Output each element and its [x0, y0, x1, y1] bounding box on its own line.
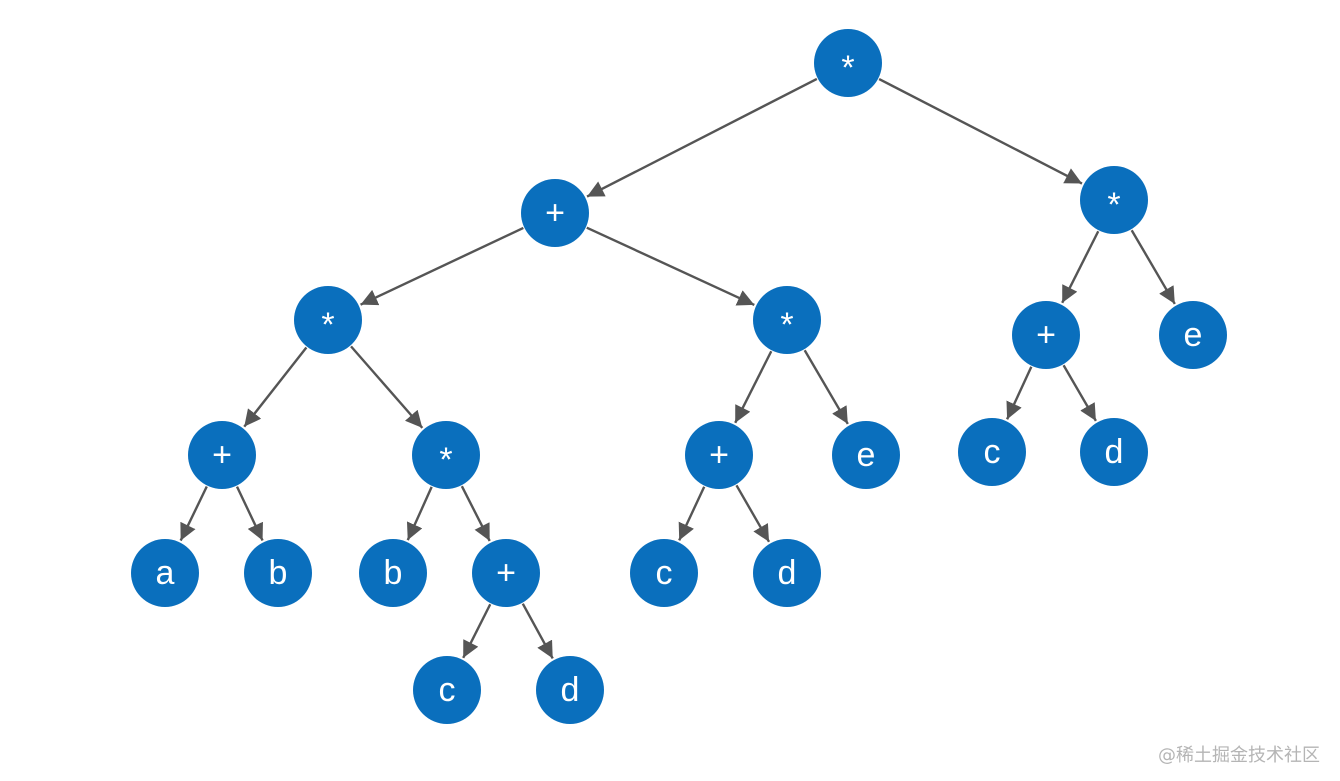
- edge-arrow: [243, 346, 308, 428]
- tree-node-var-e: e: [1159, 301, 1227, 369]
- edge-arrow: [521, 603, 554, 659]
- node-circle: [188, 421, 256, 489]
- tree-node-var-b: b: [244, 539, 312, 607]
- node-circle: [814, 29, 882, 97]
- nodes-layer: a b + b c d + * * c d + e * + c d + e * *: [131, 29, 1227, 724]
- node-label: d: [561, 671, 580, 709]
- node-circle: [412, 421, 480, 489]
- node-label: a: [156, 554, 175, 592]
- edge-arrow: [360, 226, 524, 306]
- tree-node-plus: +: [1012, 301, 1080, 369]
- node-label: b: [269, 554, 288, 592]
- node-label: +: [709, 436, 729, 474]
- edge-arrow: [1130, 229, 1176, 305]
- tree-node-multiply: *: [753, 286, 821, 354]
- edge-arrow: [235, 486, 264, 541]
- node-label: e: [1184, 316, 1203, 354]
- edge-arrow: [460, 485, 491, 542]
- tree-node-var-c: c: [630, 539, 698, 607]
- node-label: c: [984, 433, 1001, 471]
- node-label: +: [1036, 316, 1056, 354]
- tree-node-var-c: c: [958, 418, 1026, 486]
- tree-node-var-e: e: [832, 421, 900, 489]
- node-circle: [685, 421, 753, 489]
- tree-node-var-d: d: [536, 656, 604, 724]
- node-circle: [1159, 301, 1227, 369]
- edge-arrow: [586, 77, 818, 198]
- node-label: c: [439, 671, 456, 709]
- edge-arrow: [1061, 230, 1100, 304]
- tree-node-plus: +: [521, 179, 589, 247]
- edge-arrow: [803, 349, 849, 425]
- edge-arrow: [1062, 364, 1097, 422]
- edge-arrow: [678, 486, 706, 541]
- node-circle: [1012, 301, 1080, 369]
- node-circle: [359, 539, 427, 607]
- node-label: *: [1107, 186, 1120, 224]
- tree-node-var-a: a: [131, 539, 199, 607]
- node-label: e: [857, 436, 876, 474]
- node-circle: [294, 286, 362, 354]
- node-label: d: [778, 554, 797, 592]
- tree-node-multiply: *: [814, 29, 882, 97]
- node-label: *: [841, 49, 854, 87]
- node-label: c: [656, 554, 673, 592]
- node-circle: [958, 418, 1026, 486]
- node-label: *: [780, 306, 793, 344]
- node-circle: [832, 421, 900, 489]
- tree-node-plus: +: [685, 421, 753, 489]
- tree-node-plus: +: [188, 421, 256, 489]
- tree-node-multiply: *: [1080, 166, 1148, 234]
- edge-arrow: [179, 485, 208, 542]
- edge-arrow: [586, 226, 755, 307]
- edge-arrow: [406, 486, 433, 541]
- node-label: d: [1105, 433, 1124, 471]
- tree-node-var-d: d: [753, 539, 821, 607]
- node-label: b: [384, 554, 403, 592]
- node-circle: [244, 539, 312, 607]
- edge-arrow: [734, 350, 773, 424]
- tree-node-multiply: *: [412, 421, 480, 489]
- node-circle: [1080, 166, 1148, 234]
- edge-arrow: [1005, 366, 1033, 420]
- node-label: *: [439, 441, 452, 479]
- tree-node-plus: +: [472, 539, 540, 607]
- edge-arrow: [878, 77, 1083, 185]
- node-circle: [521, 179, 589, 247]
- node-circle: [753, 539, 821, 607]
- node-label: +: [545, 194, 565, 232]
- edges-layer: [179, 77, 1176, 659]
- node-label: +: [496, 554, 516, 592]
- node-circle: [536, 656, 604, 724]
- node-label: *: [321, 306, 334, 344]
- node-circle: [630, 539, 698, 607]
- node-circle: [1080, 418, 1148, 486]
- node-circle: [131, 539, 199, 607]
- edge-arrow: [735, 484, 771, 543]
- edge-arrow: [462, 603, 492, 659]
- tree-node-var-b: b: [359, 539, 427, 607]
- tree-node-var-d: d: [1080, 418, 1148, 486]
- watermark-text: @稀土掘金技术社区: [1158, 745, 1320, 766]
- tree-node-var-c: c: [413, 656, 481, 724]
- node-label: +: [212, 436, 232, 474]
- node-circle: [472, 539, 540, 607]
- edge-arrow: [350, 345, 424, 429]
- node-circle: [413, 656, 481, 724]
- node-circle: [753, 286, 821, 354]
- tree-node-multiply: *: [294, 286, 362, 354]
